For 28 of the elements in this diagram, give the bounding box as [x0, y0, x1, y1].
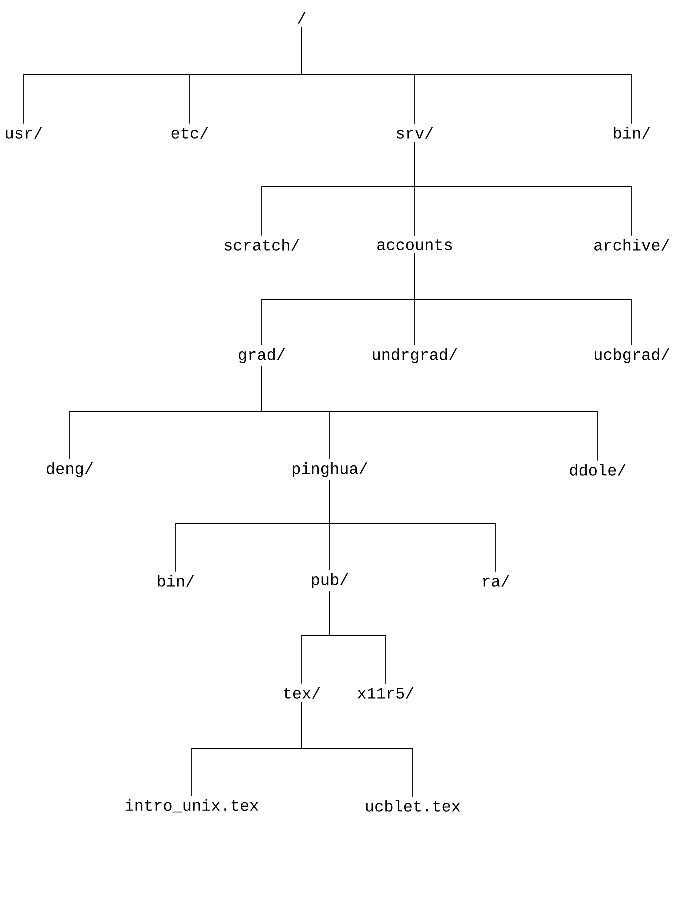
- directory-label: ucblet.tex: [366, 800, 460, 812]
- directory-label: ra/: [484, 575, 510, 587]
- directory-label: usr/: [6, 127, 42, 139]
- directory-label: undrgrad/: [373, 348, 458, 364]
- tree-connector: [302, 26, 632, 124]
- directory-label: ddole/: [570, 464, 626, 476]
- directory-label: grad/: [239, 348, 286, 364]
- directory-label: deng/: [47, 462, 94, 478]
- directory-label: x11r5/: [358, 687, 414, 699]
- tree-connector: [330, 591, 386, 684]
- directory-label: pub/: [312, 574, 348, 588]
- directory-label: archive/: [594, 239, 670, 251]
- directory-label: intro_unix.tex: [126, 799, 258, 813]
- directory-label: bin/: [614, 127, 650, 139]
- directory-label: tex/: [284, 687, 320, 699]
- tree-connector: [414, 253, 632, 346]
- tree-connector: [302, 702, 414, 798]
- directory-label: /: [298, 12, 306, 24]
- tree-connector: [262, 366, 598, 462]
- directory-label: bin/: [158, 575, 194, 587]
- directory-label: ucbgrad/: [595, 348, 670, 364]
- directory-label: pinghua/: [293, 462, 368, 478]
- directory-label: etc/: [172, 127, 208, 139]
- tree-connector: [330, 480, 496, 572]
- directory-label: srv/: [397, 127, 434, 139]
- directory-label: accounts: [378, 240, 452, 250]
- tree-connector: [414, 142, 632, 236]
- directory-label: scratch/: [224, 239, 300, 251]
